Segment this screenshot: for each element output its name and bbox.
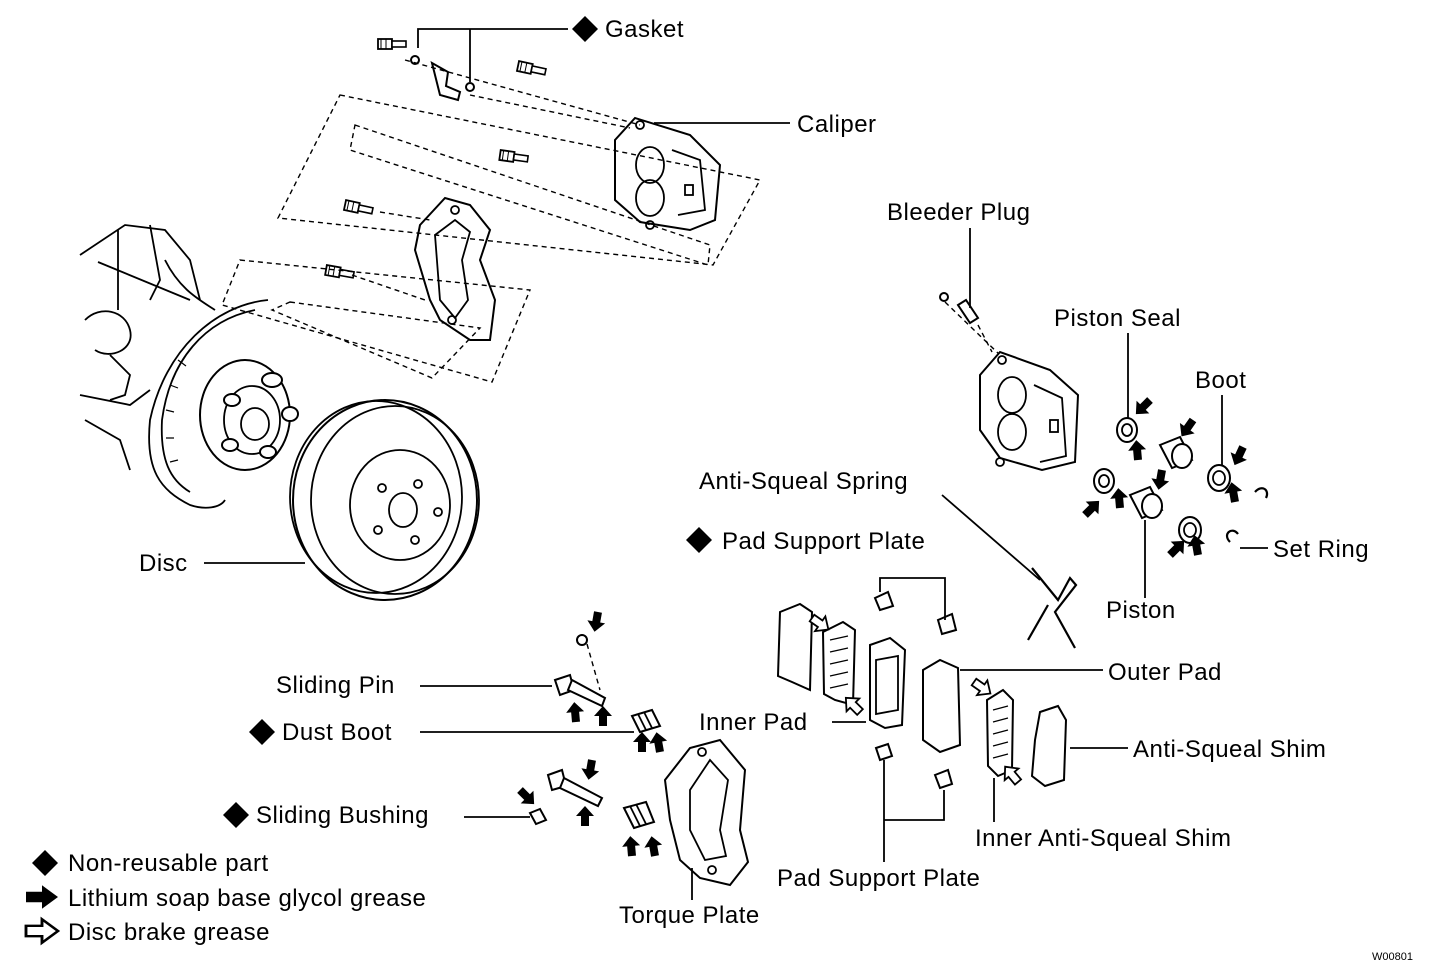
label-gasket: Gasket <box>605 16 684 43</box>
label-anti-squeal-spring: Anti-Squeal Spring <box>699 468 908 495</box>
hub-illustration <box>199 359 299 471</box>
diamond-markers <box>223 16 712 828</box>
caliper-upper-illustration <box>614 116 722 232</box>
legend: Non-reusable part Lithium soap base glyc… <box>24 850 426 946</box>
legend-non-reusable: Non-reusable part <box>68 850 269 877</box>
label-bleeder-plug: Bleeder Plug <box>887 199 1030 226</box>
alignment-dashes <box>221 59 762 383</box>
label-inner-pad: Inner Pad <box>699 709 808 736</box>
label-set-ring: Set Ring <box>1273 536 1369 563</box>
bleeder-plug-illustration <box>939 292 1001 356</box>
mounting-bolts <box>324 38 548 281</box>
label-disc: Disc <box>139 550 188 577</box>
label-pad-support-plate-bottom: Pad Support Plate <box>777 865 980 892</box>
legend-open-arrow-icon <box>24 917 60 945</box>
torque-plate-lower-illustration <box>663 738 750 887</box>
legend-disc-brake-grease: Disc brake grease <box>68 919 270 946</box>
label-sliding-pin: Sliding Pin <box>276 672 395 699</box>
figure-code: W00801 <box>1372 951 1413 963</box>
label-pad-support-plate-top: Pad Support Plate <box>722 528 925 555</box>
label-anti-squeal-shim: Anti-Squeal Shim <box>1133 736 1326 763</box>
label-torque-plate: Torque Plate <box>619 902 760 929</box>
label-dust-boot: Dust Boot <box>282 719 392 746</box>
label-inner-anti-squeal-shim: Inner Anti-Squeal Shim <box>975 825 1231 852</box>
anti-squeal-spring-illustration <box>1027 567 1078 649</box>
label-sliding-bushing: Sliding Bushing <box>256 802 429 829</box>
leader-lines <box>204 28 1268 900</box>
steering-knuckle-illustration <box>79 224 216 471</box>
pad-assembly-illustration <box>776 577 1068 790</box>
label-caliper: Caliper <box>797 111 877 138</box>
label-piston: Piston <box>1106 597 1176 624</box>
dust-cover-illustration <box>148 299 269 509</box>
label-outer-pad: Outer Pad <box>1108 659 1222 686</box>
sliding-pin-parts-illustration <box>528 634 662 830</box>
label-boot: Boot <box>1195 367 1246 394</box>
brake-disc-illustration <box>289 399 480 601</box>
legend-filled-arrow-icon <box>26 885 58 909</box>
legend-diamond-icon <box>32 850 58 876</box>
piston-parts-illustration <box>1093 417 1269 544</box>
legend-lithium-grease: Lithium soap base glycol grease <box>68 885 426 912</box>
caliper-right-illustration <box>979 350 1080 472</box>
label-piston-seal: Piston Seal <box>1054 305 1181 332</box>
torque-plate-upper-illustration <box>413 196 497 341</box>
